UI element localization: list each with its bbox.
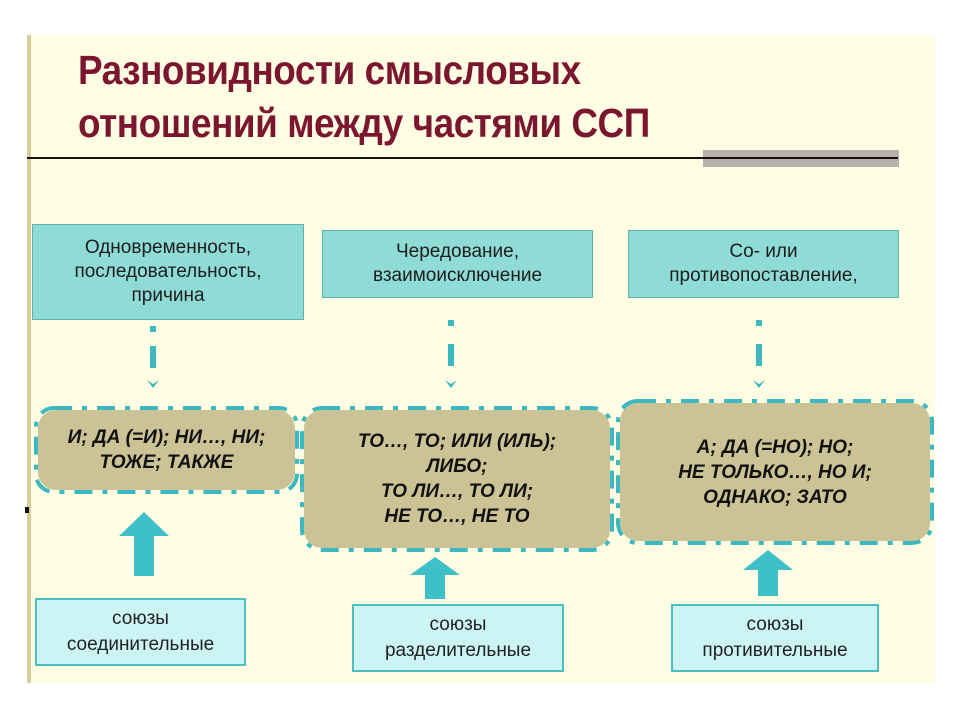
connector-dash [756,344,762,366]
left-tick-mark [25,507,29,513]
conjunction-line: ТОЖЕ; ТАКЖЕ [99,452,234,473]
connector-dot [448,320,454,326]
conjunction-line: ТО ЛИ…, ТО ЛИ; [380,481,534,502]
slide-left-bar [27,35,31,683]
conjunction-line: НЕ ТОЛЬКО…, НО И; [678,461,872,483]
connector-dash [448,344,454,366]
conjunctions-box-1: И; ДА (=И); НИ…, НИ; ТОЖЕ; ТАКЖЕ [34,406,299,494]
dashed-border [616,399,934,545]
conjunction-type-box-1: союзы соединительные [35,598,246,666]
type-line: разделительные [384,640,532,661]
dashed-connector-3 [753,320,765,388]
dashed-border [34,406,299,494]
conjunction-type-box-3: союзы противительные [671,604,879,672]
relation-box-3: Со- или противопоставление, [628,230,899,298]
conjunction-type-box-2: союзы разделительные [352,604,564,672]
dashed-border [300,406,614,552]
chevron-down-icon [753,380,765,388]
relation-box-2: Чередование, взаимоисключение [322,230,593,298]
conjunction-line: И; ДА (=И); НИ…, НИ; [67,427,266,448]
slide-background [27,35,935,683]
dashed-connector-1 [147,326,159,388]
arrow-up-icon [119,512,169,576]
title-line-1: Разновидности смысловых [78,47,581,93]
connector-dot [756,320,762,326]
type-line: союзы [746,614,804,635]
conjunction-line: А; ДА (=НО); НО; [696,436,854,458]
connector-dot [150,326,156,332]
arrow-up-icon [743,550,793,596]
relation-line: последовательность, [74,261,262,282]
dashed-connector-2 [445,320,457,388]
relation-line: Со- или [729,241,798,262]
conjunctions-box-3: А; ДА (=НО); НО; НЕ ТОЛЬКО…, НО И; ОДНАК… [616,399,934,545]
relation-line: Одновременность, [84,237,252,258]
conjunction-line: НЕ ТО…, НЕ ТО [384,506,530,527]
relation-line: Чередование, [396,241,519,262]
type-line: соединительные [66,634,215,655]
slide-title: Разновидности смысловых отношений между … [78,44,650,150]
type-line: противительные [702,640,848,661]
type-line: союзы [112,608,169,629]
relation-line: причина [131,285,205,306]
relation-line: противопоставление, [669,265,858,286]
conjunction-line: ЛИБО; [426,456,488,477]
type-line: союзы [429,614,487,635]
relation-box-1: Одновременность, последовательность, при… [32,224,304,320]
arrow-up-icon [410,557,460,599]
conjunction-line: ОДНАКО; ЗАТО [703,486,847,508]
title-rule [27,157,898,159]
relation-line: взаимоисключение [372,265,543,286]
title-line-2: отношений между частями ССП [78,100,650,146]
chevron-down-icon [147,380,159,388]
connector-dash [150,346,156,368]
conjunction-line: ТО…, ТО; ИЛИ (ИЛЬ); [357,431,557,452]
chevron-down-icon [445,380,457,388]
conjunctions-box-2: ТО…, ТО; ИЛИ (ИЛЬ); ЛИБО; ТО ЛИ…, ТО ЛИ;… [300,406,614,552]
